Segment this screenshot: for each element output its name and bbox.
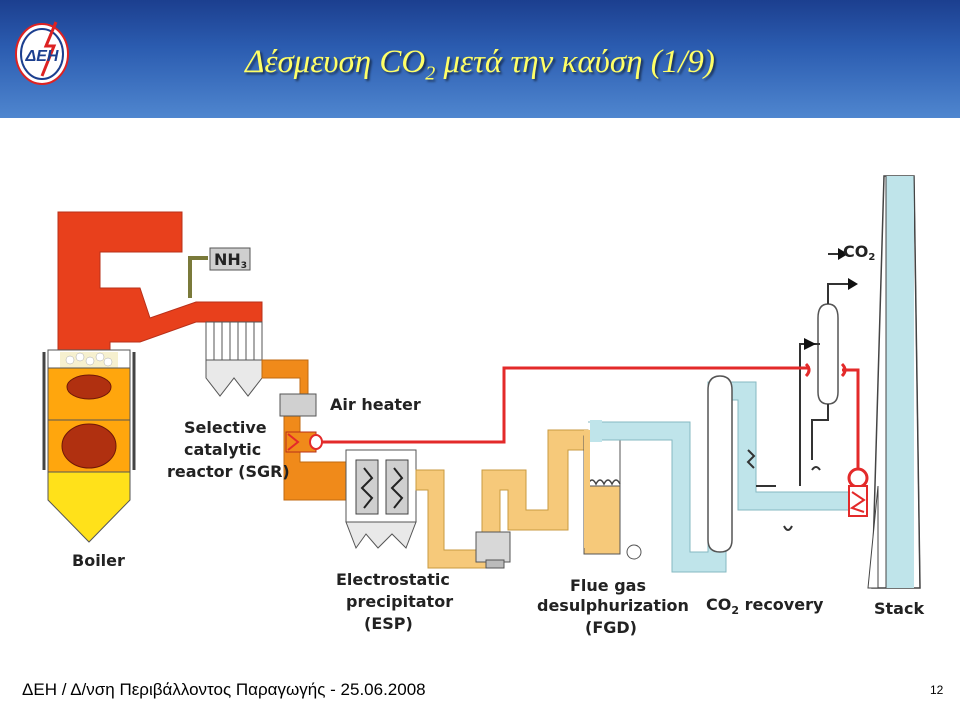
boiler [42,349,136,543]
svg-text:ΔΕΗ: ΔΕΗ [25,48,59,65]
fan [475,531,511,569]
fgd-label-line-1: Flue gas [570,576,646,595]
fgd-label-line-2: desulphurization [537,596,689,615]
stack-heat-exchanger [847,467,869,517]
stack [867,175,921,589]
co2-recovery-label: CO2 recovery [706,595,824,617]
boiler-flue-duct [57,211,263,353]
scr-label-line-1: Selective [184,418,267,437]
page-number: 12 [930,683,944,697]
fgd-label-line-3: (FGD) [585,618,637,637]
esp-label-line-2: precipitator [346,592,453,611]
scr-label-line-2: catalytic [184,440,261,459]
header-banner: ΔΕΗ Δέσμευση CO2 μετά την καύση (1/9) [0,0,960,118]
scr-label-line-3: reactor (SGR) [167,462,290,481]
electrostatic-precipitator [345,449,417,550]
flue-gas-desulphurization [583,430,642,560]
steam-line [322,362,860,474]
esp-label-line-1: Electrostatic [336,570,450,589]
boiler-label: Boiler [72,551,125,570]
esp-label-line-3: (ESP) [364,614,413,633]
co2-absorber-column [707,375,756,553]
dei-logo-icon: ΔΕΗ [15,21,69,85]
page-title: Δέσμευση CO2 μετά την καύση (1/9) [245,44,715,85]
svg-text:NH3: NH3 [214,250,247,271]
selective-catalytic-reactor [205,321,263,397]
co2-output-label: CO2 [843,242,875,263]
footer-text: ΔΕΗ / Δ/νση Περιβάλλοντος Παραγωγής - 25… [22,680,426,699]
air-heater-label: Air heater [330,395,421,414]
air-heater [279,393,323,453]
stack-label: Stack [874,599,924,618]
co2-stripper-column [756,248,858,531]
nh3-injection: NH3 [188,247,251,298]
